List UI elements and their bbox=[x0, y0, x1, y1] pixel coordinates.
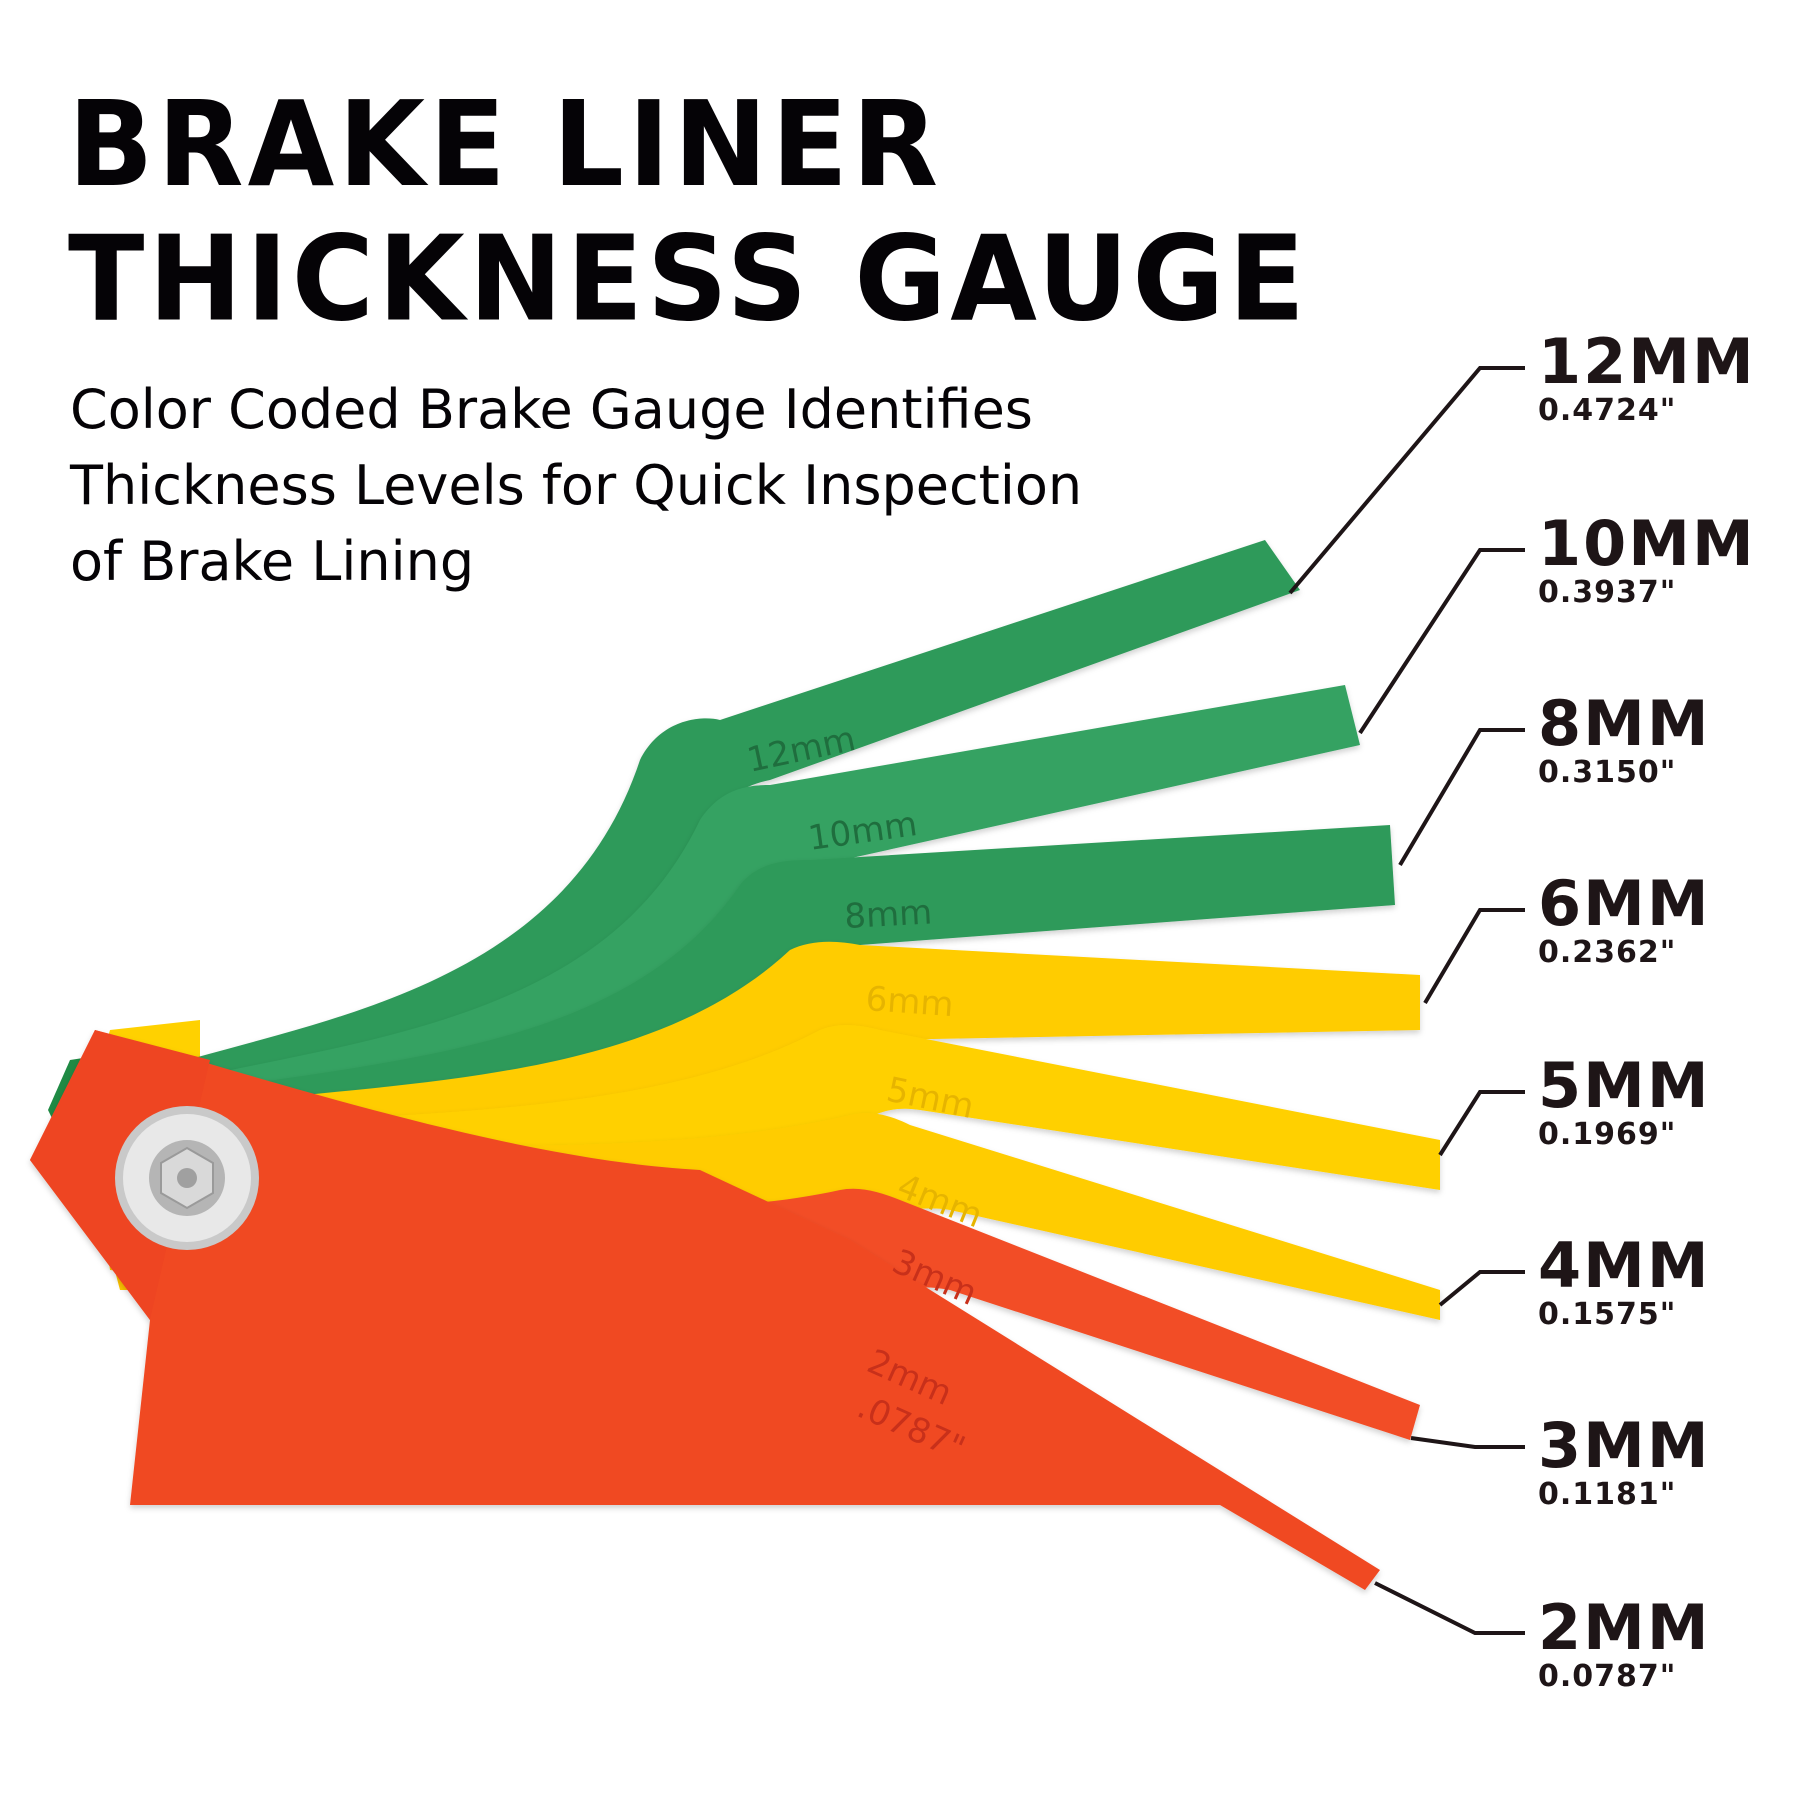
label-2mm: 2MM 0.0787" bbox=[1538, 1596, 1711, 1694]
label-inch: 0.1575" bbox=[1538, 1297, 1677, 1332]
title-line-2: THICKNESS GAUGE bbox=[68, 211, 1309, 348]
label-mm: 5MM bbox=[1538, 1049, 1711, 1122]
label-5mm: 5MM 0.1969" bbox=[1538, 1054, 1711, 1152]
leader-12mm bbox=[1288, 366, 1525, 595]
leader-lines bbox=[1288, 366, 1525, 1635]
label-inch: 0.1969" bbox=[1538, 1117, 1677, 1152]
label-inch: 0.4724" bbox=[1538, 393, 1677, 428]
leader-6mm bbox=[1423, 908, 1525, 1005]
label-inch: 0.1181" bbox=[1538, 1477, 1677, 1512]
label-inch: 0.2362" bbox=[1538, 935, 1677, 970]
blade-12mm bbox=[120, 540, 1300, 1140]
label-inch: 0.3150" bbox=[1538, 755, 1677, 790]
label-4mm: 4MM 0.1575" bbox=[1538, 1234, 1711, 1332]
label-mm: 12MM bbox=[1538, 325, 1756, 398]
mark-6mm: 6mm bbox=[864, 979, 954, 1025]
leader-5mm bbox=[1438, 1090, 1525, 1157]
label-mm: 2MM bbox=[1538, 1591, 1711, 1664]
blade-10mm bbox=[140, 685, 1360, 1150]
mark-8mm: 8mm bbox=[843, 892, 933, 937]
label-6mm: 6MM 0.2362" bbox=[1538, 872, 1711, 970]
subtitle-line-2: Thickness Levels for Quick Inspection bbox=[70, 454, 1083, 517]
label-12mm: 12MM 0.4724" bbox=[1538, 330, 1756, 428]
leader-4mm bbox=[1438, 1270, 1525, 1307]
leader-2mm bbox=[1374, 1581, 1525, 1635]
label-mm: 3MM bbox=[1538, 1409, 1711, 1482]
label-inch: 0.3937" bbox=[1538, 575, 1677, 610]
leader-10mm bbox=[1358, 548, 1525, 735]
blade-8mm bbox=[150, 825, 1395, 1160]
leader-8mm bbox=[1398, 728, 1525, 867]
title-line-1: BRAKE LINER bbox=[68, 76, 943, 214]
pivot-bolt bbox=[115, 1106, 259, 1250]
label-8mm: 8MM 0.3150" bbox=[1538, 692, 1711, 790]
page-title: BRAKE LINER THICKNESS GAUGE bbox=[68, 78, 1309, 347]
subtitle: Color Coded Brake Gauge Identifies Thick… bbox=[70, 372, 1270, 600]
label-inch: 0.0787" bbox=[1538, 1659, 1677, 1694]
label-mm: 4MM bbox=[1538, 1229, 1711, 1302]
label-mm: 6MM bbox=[1538, 867, 1711, 940]
subtitle-line-1: Color Coded Brake Gauge Identifies bbox=[70, 378, 1033, 441]
label-mm: 10MM bbox=[1538, 507, 1756, 580]
label-3mm: 3MM 0.1181" bbox=[1538, 1414, 1711, 1512]
leader-3mm bbox=[1410, 1436, 1525, 1449]
label-mm: 8MM bbox=[1538, 687, 1711, 760]
subtitle-line-3: of Brake Lining bbox=[70, 530, 475, 593]
label-10mm: 10MM 0.3937" bbox=[1538, 512, 1756, 610]
